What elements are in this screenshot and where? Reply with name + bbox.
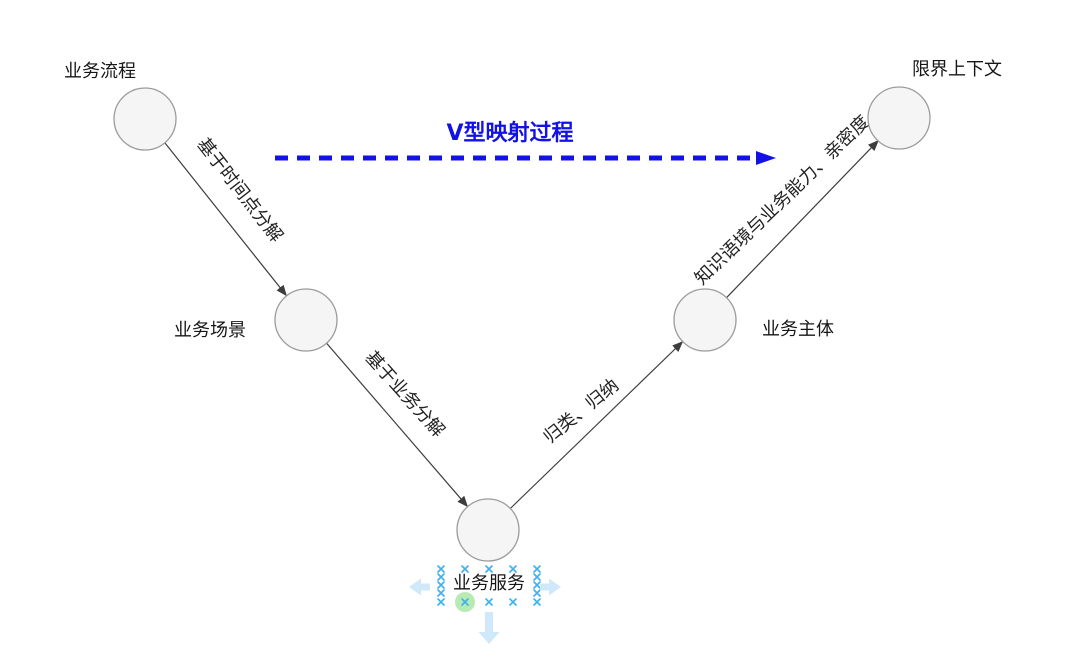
node-label-business-subject[interactable]: 业务主体 <box>762 319 834 340</box>
edge-label-knowledge-context[interactable]: 知识语境与业务能力、亲密度 <box>688 109 876 292</box>
edge-label-time-decompose[interactable]: 基于时间点分解 <box>190 132 289 249</box>
node-label-business-service[interactable]: 业务服务 <box>453 573 525 594</box>
node-label-business-process[interactable]: 业务流程 <box>64 61 136 82</box>
connection-point-x-icon[interactable] <box>533 581 541 589</box>
node-bounded-context[interactable] <box>867 86 931 150</box>
connection-point-x-icon[interactable] <box>437 581 445 589</box>
label-selection-overlay <box>409 565 561 644</box>
connection-point-x-icon[interactable] <box>533 573 541 581</box>
connection-point-x-icon[interactable] <box>437 573 445 581</box>
node-label-bounded-context[interactable]: 限界上下文 <box>912 59 1002 80</box>
clone-left-arrow-icon[interactable] <box>409 578 430 596</box>
edge-classify-induce[interactable] <box>509 341 684 509</box>
connection-point-x-icon[interactable] <box>437 589 445 597</box>
diagram-title[interactable]: V型映射过程 <box>446 120 573 146</box>
node-business-scenario[interactable] <box>274 288 338 352</box>
connection-point-x-icon[interactable] <box>485 565 493 573</box>
edge-business-decompose[interactable] <box>325 342 469 508</box>
edge-time-decompose[interactable] <box>163 141 288 297</box>
clone-down-arrow-icon[interactable] <box>478 612 500 644</box>
node-business-service[interactable] <box>456 498 520 562</box>
connection-point-x-icon[interactable] <box>509 598 517 606</box>
connection-point-x-icon[interactable] <box>461 565 469 573</box>
connection-point-x-icon[interactable] <box>533 598 541 606</box>
edge-knowledge-context[interactable] <box>726 139 879 299</box>
node-business-process[interactable] <box>113 87 177 151</box>
node-business-subject[interactable] <box>673 288 737 352</box>
connection-point-x-icon[interactable] <box>533 565 541 573</box>
connection-point-x-icon[interactable] <box>437 598 445 606</box>
connection-point-x-icon[interactable] <box>437 565 445 573</box>
clone-right-arrow-icon[interactable] <box>540 578 561 596</box>
node-label-business-scenario[interactable]: 业务场景 <box>174 320 246 341</box>
edge-label-business-decompose[interactable]: 基于业务分解 <box>358 345 451 444</box>
connection-point-x-icon[interactable] <box>533 589 541 597</box>
connection-point-x-icon[interactable] <box>509 565 517 573</box>
connection-point-x-icon[interactable] <box>485 598 493 606</box>
